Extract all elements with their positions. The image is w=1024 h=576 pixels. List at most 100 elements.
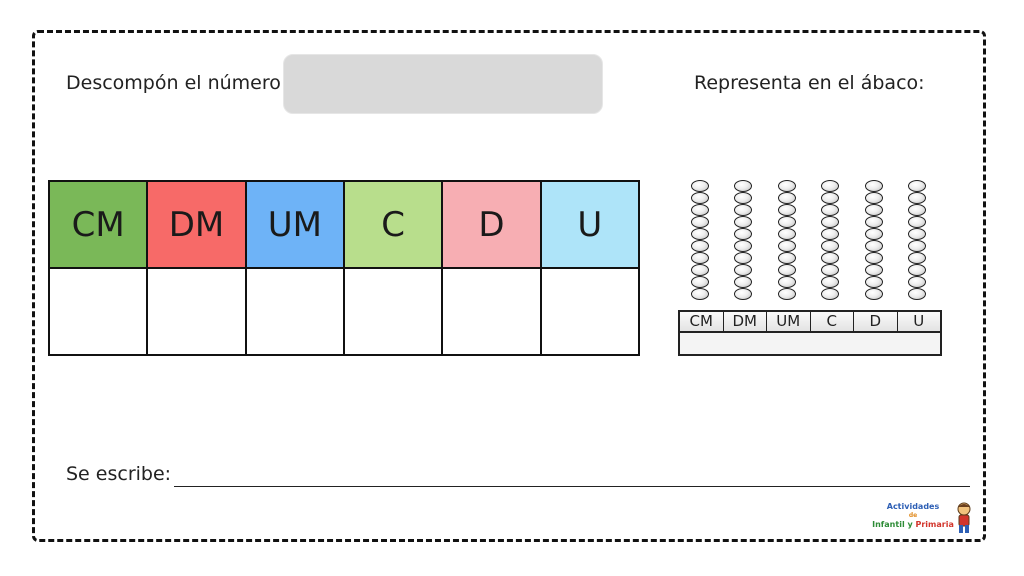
abacus-bead[interactable] — [908, 228, 926, 240]
abacus-rod-c — [820, 180, 840, 310]
abacus-base-labels: CM DM UM C D U — [680, 312, 940, 333]
answer-cell-um[interactable] — [244, 267, 345, 356]
abacus-bead[interactable] — [908, 192, 926, 204]
abacus-bead[interactable] — [691, 204, 709, 216]
answer-cell-d[interactable] — [441, 267, 542, 356]
abacus-bead[interactable] — [865, 288, 883, 300]
place-header-dm: DM — [146, 180, 247, 269]
abacus-bead[interactable] — [691, 264, 709, 276]
abacus-bead[interactable] — [778, 276, 796, 288]
place-value-table: CM DM UM C D U — [47, 180, 641, 356]
abacus-bead[interactable] — [691, 228, 709, 240]
abacus-bead[interactable] — [821, 228, 839, 240]
abacus-bead[interactable] — [734, 228, 752, 240]
abacus-bead[interactable] — [908, 240, 926, 252]
abacus-bead[interactable] — [865, 240, 883, 252]
abacus-bead[interactable] — [908, 204, 926, 216]
logo-text: Actividades de Infantil y Primaria — [872, 502, 954, 530]
answer-cell-cm[interactable] — [47, 267, 149, 356]
abacus-label-cm: CM — [680, 312, 724, 331]
logo-word-primaria: Primaria — [915, 520, 954, 529]
abacus-bead[interactable] — [865, 180, 883, 192]
abacus-bead[interactable] — [734, 276, 752, 288]
abacus-bead[interactable] — [691, 288, 709, 300]
answer-cell-dm[interactable] — [146, 267, 247, 356]
abacus-bead[interactable] — [821, 192, 839, 204]
abacus-bead[interactable] — [908, 288, 926, 300]
abacus-bead[interactable] — [778, 228, 796, 240]
abacus-bead[interactable] — [734, 240, 752, 252]
logo-line-2: de — [908, 512, 918, 519]
abacus-bead[interactable] — [691, 180, 709, 192]
abacus-bead[interactable] — [691, 192, 709, 204]
abacus-base: CM DM UM C D U — [678, 310, 942, 356]
abacus-bead[interactable] — [821, 216, 839, 228]
abacus-bead[interactable] — [734, 192, 752, 204]
abacus-bead[interactable] — [865, 216, 883, 228]
abacus-bead[interactable] — [778, 288, 796, 300]
abacus-bead[interactable] — [734, 288, 752, 300]
abacus-bead[interactable] — [734, 264, 752, 276]
abacus-bead[interactable] — [821, 288, 839, 300]
abacus-bead[interactable] — [821, 276, 839, 288]
place-value-header-row: CM DM UM C D U — [47, 180, 641, 269]
place-header-um: UM — [244, 180, 345, 269]
abacus-bead[interactable] — [865, 252, 883, 264]
abacus-label-dm: DM — [723, 312, 767, 331]
abacus-bead[interactable] — [821, 252, 839, 264]
abacus-bead[interactable] — [778, 180, 796, 192]
abacus-bead[interactable] — [691, 240, 709, 252]
decompose-label: Descompón el número: — [66, 72, 288, 94]
logo-line-1: Actividades — [886, 502, 940, 511]
place-header-cm: CM — [47, 180, 149, 269]
abacus-bead[interactable] — [865, 204, 883, 216]
logo-word-y: y — [907, 520, 913, 529]
abacus-bead[interactable] — [821, 204, 839, 216]
abacus-bead[interactable] — [778, 252, 796, 264]
abacus-bead[interactable] — [821, 180, 839, 192]
place-value-answer-row — [47, 267, 641, 356]
abacus-bead[interactable] — [865, 276, 883, 288]
abacus-label-um: UM — [767, 312, 811, 331]
abacus-bead[interactable] — [778, 192, 796, 204]
abacus-bead[interactable] — [691, 252, 709, 264]
write-answer-line[interactable] — [174, 486, 970, 487]
abacus-bead[interactable] — [865, 192, 883, 204]
abacus-label-d: D — [854, 312, 898, 331]
abacus-bead[interactable] — [908, 180, 926, 192]
logo: Actividades de Infantil y Primaria — [872, 500, 976, 536]
abacus-bead[interactable] — [865, 264, 883, 276]
abacus-bead[interactable] — [865, 228, 883, 240]
abacus-bead[interactable] — [778, 240, 796, 252]
place-header-u: U — [539, 180, 641, 269]
place-header-c: C — [342, 180, 444, 269]
abacus-label-c: C — [810, 312, 854, 331]
abacus-label: Representa en el ábaco: — [694, 72, 925, 94]
abacus-rod-um — [777, 180, 797, 310]
abacus-bead[interactable] — [734, 216, 752, 228]
abacus-bead[interactable] — [734, 180, 752, 192]
mascot-icon — [957, 502, 971, 533]
abacus-bead[interactable] — [908, 276, 926, 288]
logo-line-3: Infantil y Primaria — [872, 520, 954, 530]
abacus-bead[interactable] — [734, 252, 752, 264]
abacus: CM DM UM C D U — [676, 176, 944, 356]
abacus-bead[interactable] — [778, 264, 796, 276]
abacus-bead[interactable] — [778, 204, 796, 216]
abacus-bead[interactable] — [908, 252, 926, 264]
abacus-bead[interactable] — [691, 216, 709, 228]
abacus-rod-u — [907, 180, 927, 310]
abacus-bead[interactable] — [734, 204, 752, 216]
abacus-bead[interactable] — [821, 264, 839, 276]
number-box[interactable] — [283, 54, 603, 114]
abacus-bead[interactable] — [908, 264, 926, 276]
abacus-bead[interactable] — [821, 240, 839, 252]
abacus-bead[interactable] — [691, 276, 709, 288]
write-label: Se escribe: — [66, 463, 172, 485]
abacus-label-u: U — [897, 312, 940, 331]
answer-cell-c[interactable] — [342, 267, 444, 356]
abacus-bead[interactable] — [908, 216, 926, 228]
abacus-rod-cm — [690, 180, 710, 310]
answer-cell-u[interactable] — [539, 267, 641, 356]
abacus-bead[interactable] — [778, 216, 796, 228]
